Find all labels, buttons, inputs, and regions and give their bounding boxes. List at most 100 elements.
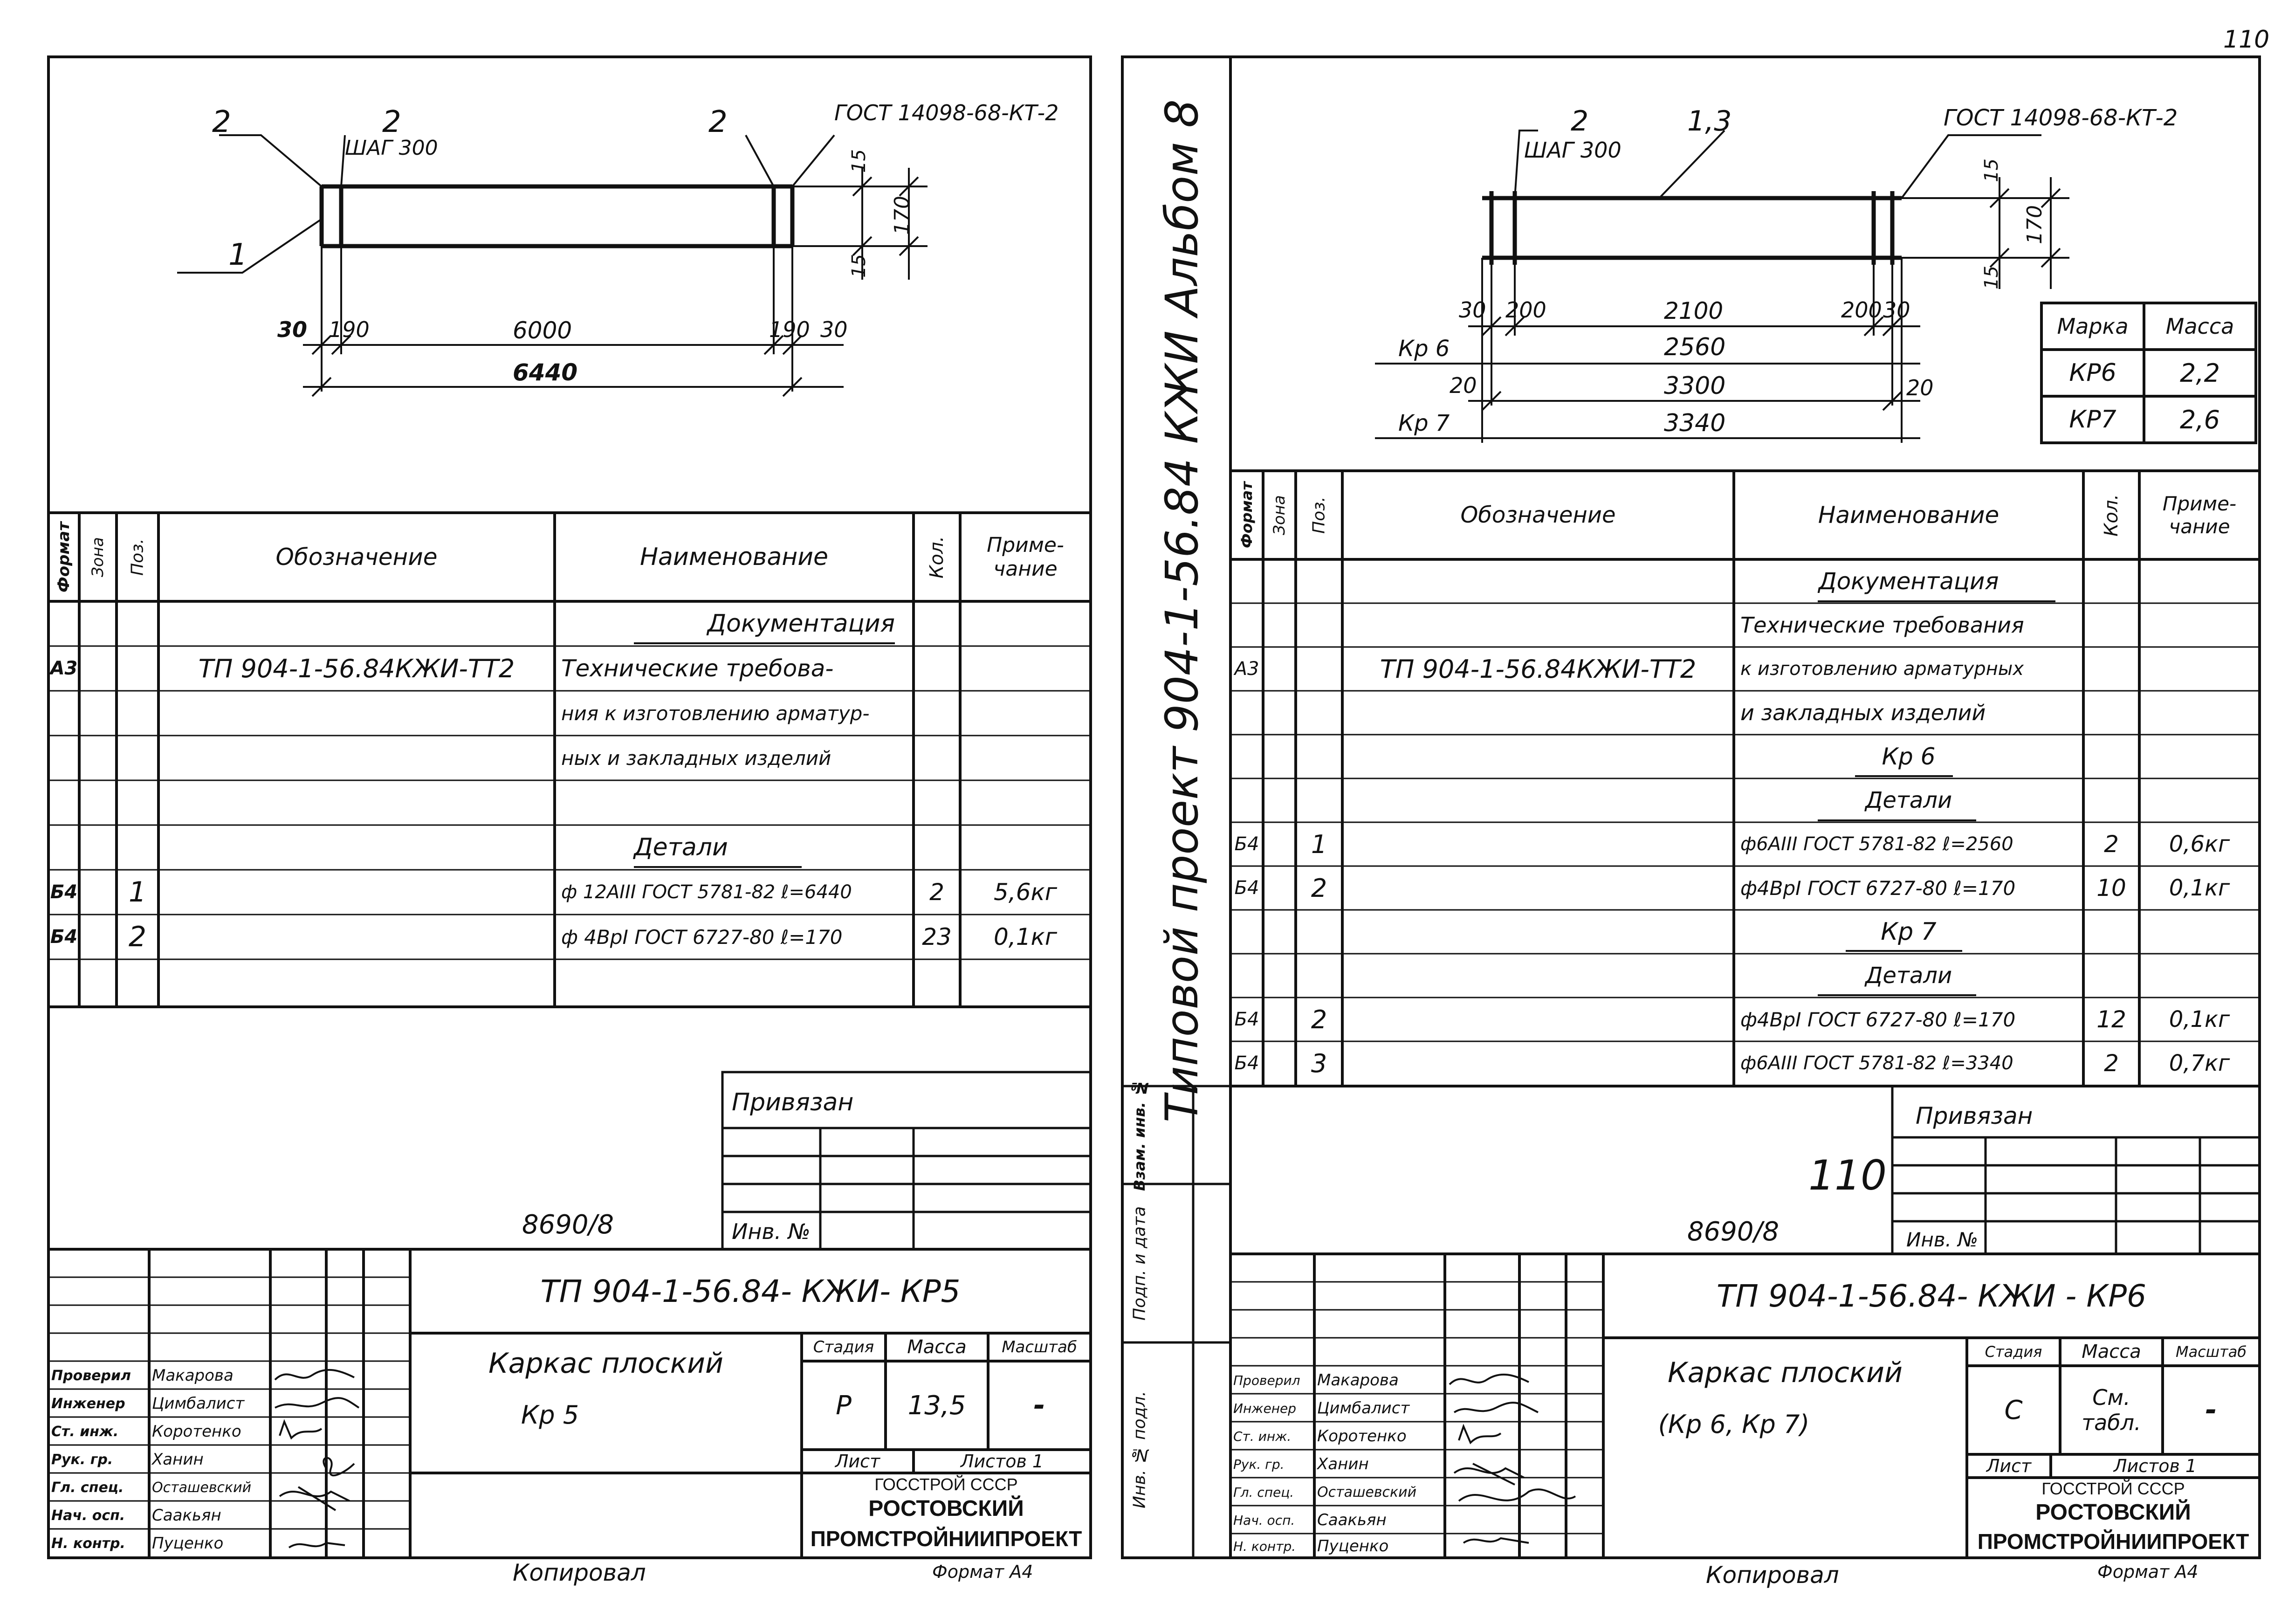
page-number: 110 (2223, 26, 2270, 54)
row-pos: 2 (1311, 1005, 1327, 1034)
dim-170: 170 (2023, 205, 2047, 244)
role-label: Рук. гр. (1233, 1456, 1285, 1472)
row-name: ния к изготовлению арматур- (561, 702, 870, 725)
stage-value: С (2004, 1395, 2023, 1425)
mass-table-mark: КР6 (2069, 359, 2116, 387)
document-code: ТП 904-1-56.84- КЖИ - КР6 (1716, 1278, 2146, 1314)
dim-200: 200 (1841, 297, 1882, 323)
dim-15: 15 (1981, 158, 2002, 182)
header-format: Формат (55, 522, 73, 592)
person-name: Осташевский (1317, 1484, 1417, 1500)
mass-header: Масса (907, 1336, 967, 1358)
row-pos: 2 (128, 921, 147, 953)
section-heading: Детали (634, 833, 728, 861)
org-line-3: ПРОМСТРОЙНИИПРОЕКТ (810, 1527, 1082, 1551)
row-name: ф4ВрI ГОСТ 6727-80 ℓ=170 (1740, 876, 2016, 900)
header-name: Наименование (1818, 502, 2000, 529)
row-name: ных и закладных изделий (561, 746, 831, 770)
mass-table-mark: КР7 (2069, 406, 2116, 434)
row-qty: 2 (929, 879, 944, 906)
dim-190: 190 (329, 317, 370, 342)
role-label: Гл. спец. (1233, 1484, 1294, 1500)
document-subtitle: (Кр 6, Кр 7) (1658, 1409, 1810, 1439)
role-label: Инженер (51, 1395, 125, 1412)
row-name: ф 12АIII ГОСТ 5781-82 ℓ=6440 (561, 881, 852, 903)
header-qty: Кол. (2101, 494, 2122, 537)
row-format: А3 (50, 658, 78, 679)
header-name: Наименование (639, 543, 829, 571)
mass-header: Масса (2082, 1341, 2141, 1363)
row-note: 0,1кг (2169, 1006, 2230, 1032)
step-label: ШАГ 300 (345, 136, 438, 160)
role-label: Проверил (51, 1367, 131, 1384)
person-name: Ханин (1317, 1455, 1369, 1473)
left-spec-table-grid (48, 511, 1091, 1008)
dim-2560: 2560 (1664, 333, 1726, 361)
row-note: 0,1кг (2169, 875, 2230, 901)
header-qty: Кол. (926, 536, 948, 578)
header-note: Приме- чание (2162, 492, 2237, 538)
row-note: 0,6кг (2169, 831, 2230, 857)
role-label: Ст. инж. (1233, 1428, 1292, 1444)
section-heading: Кр 7 (1881, 918, 1937, 946)
row-format: Б4 (1234, 1009, 1259, 1030)
dim-2100: 2100 (1664, 297, 1724, 324)
section-heading: Кр 6 (1882, 743, 1936, 770)
role-label: Н. контр. (1233, 1538, 1296, 1554)
leader-label: 2 (1571, 105, 1589, 138)
row-format: Б4 (50, 881, 78, 903)
row-qty: 2 (2104, 1050, 2119, 1077)
person-name: Макарова (1317, 1371, 1399, 1390)
dim-3300: 3300 (1664, 372, 1726, 400)
section-heading: Детали (1865, 787, 1952, 813)
scale-value: - (2205, 1394, 2217, 1426)
sheet-label: Лист (835, 1451, 880, 1472)
inv-label: Инв. № (1906, 1228, 1979, 1251)
dim-6440: 6440 (513, 359, 578, 386)
row-format: Б4 (1234, 877, 1259, 899)
person-name: Коротенко (152, 1422, 241, 1441)
row-qty: 10 (2096, 874, 2126, 901)
album-title: Типовой проект 904-1-56.84 КЖИ Альбом 8 (1156, 99, 1208, 1122)
role-label: Нач. осп. (1233, 1512, 1295, 1528)
person-name: Саакьян (1317, 1511, 1387, 1529)
left-frame-bars (319, 184, 795, 248)
org-line-2: РОСТОВСКИЙ (868, 1496, 1024, 1521)
person-name: Пуценко (152, 1534, 224, 1553)
person-name: Пуценко (1317, 1537, 1389, 1555)
dim-30: 30 (1459, 297, 1486, 323)
mark-kr6: Кр 6 (1398, 336, 1450, 362)
row-name: к изготовлению арматурных (1740, 658, 2024, 680)
dim-6000: 6000 (513, 317, 572, 344)
inv-label: Инв. № (732, 1219, 811, 1244)
row-designation: ТП 904-1-56.84КЖИ-ТТ2 (198, 654, 515, 683)
format-label: Формат А4 (2097, 1562, 2199, 1582)
header-note: Приме- чание (987, 533, 1064, 581)
gost-label: ГОСТ 14098-68-КТ-2 (834, 100, 1059, 125)
right-frame-bars (1482, 191, 1902, 265)
row-name: ф4ВрI ГОСТ 6727-80 ℓ=170 (1740, 1008, 2016, 1031)
row-name: ф6АIII ГОСТ 5781-82 ℓ=2560 (1740, 833, 2013, 855)
section-heading: Детали (1865, 963, 1952, 989)
role-label: Гл. спец. (51, 1479, 124, 1496)
row-name: ф 4ВрI ГОСТ 6727-80 ℓ=170 (561, 925, 843, 949)
row-qty: 2 (2104, 831, 2119, 858)
dim-170: 170 (890, 196, 914, 235)
mass-table-header: Масса (2165, 314, 2234, 339)
copied-label: Копировал (513, 1559, 646, 1586)
document-title: Каркас плоский (1667, 1356, 1903, 1389)
sheets-label: Листов 1 (960, 1451, 1044, 1472)
side-label-podp-data: Подп. и дата (1130, 1206, 1149, 1321)
row-pos: 1 (1311, 829, 1327, 859)
leader-label: 2 (708, 105, 728, 139)
sheets-label: Листов 1 (2113, 1456, 2197, 1476)
role-label: Ст. инж. (51, 1423, 119, 1440)
mass-table-header: Марка (2057, 314, 2129, 339)
row-note: 5,6кг (994, 879, 1057, 906)
document-subtitle: Кр 5 (521, 1400, 579, 1430)
row-name: Технические требования (1740, 612, 2024, 638)
row-note: 0,7кг (2169, 1050, 2230, 1076)
person-name: Ханин (152, 1450, 204, 1469)
role-label: Нач. осп. (51, 1507, 125, 1524)
